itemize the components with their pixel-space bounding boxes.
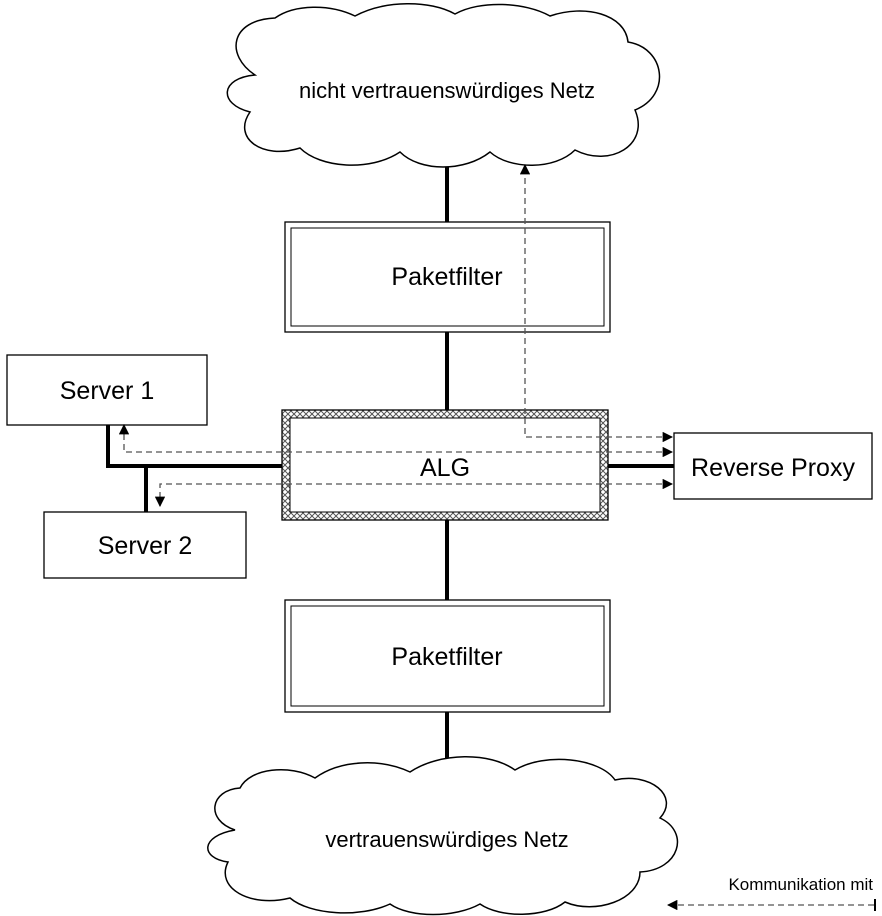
comm-proxy-to-server1 xyxy=(118,423,674,458)
cloud-untrusted-label: nicht vertrauenswürdiges Netz xyxy=(299,78,595,103)
reverse-proxy-label: Reverse Proxy xyxy=(691,454,855,482)
server1-box xyxy=(6,354,208,426)
cloud-trusted-label: vertrauenswürdiges Netz xyxy=(325,827,568,852)
link-server1-to-alg xyxy=(106,425,285,468)
alg-label: ALG xyxy=(420,454,470,482)
cloud-untrusted xyxy=(226,3,661,168)
packet-filter-top-label: Paketfilter xyxy=(391,263,502,291)
packet-filter-bottom xyxy=(284,599,611,713)
comm-proxy-to-server2 xyxy=(154,478,674,508)
legend-label: Kommunikation mit xyxy=(728,875,873,894)
reverse-proxy-box xyxy=(673,432,873,500)
cloud-trusted xyxy=(207,756,679,916)
packet-filter-bottom-label: Paketfilter xyxy=(391,643,502,671)
server2-box xyxy=(43,511,247,579)
server2-label: Server 2 xyxy=(98,532,192,560)
server1-label: Server 1 xyxy=(60,377,154,405)
